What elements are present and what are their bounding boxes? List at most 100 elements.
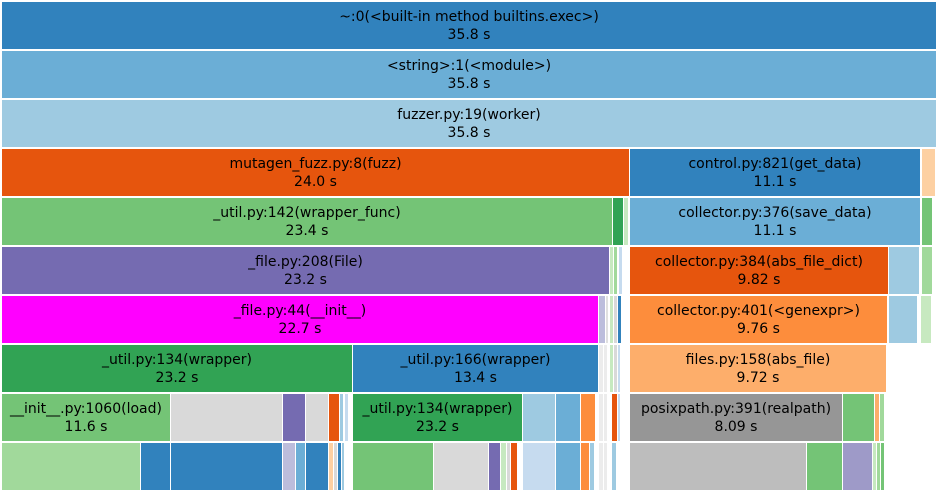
flame-frame-f14[interactable] [619,247,622,294]
flame-frame-f75[interactable] [604,443,607,490]
frame-time: 8.09 s [714,418,758,435]
flame-frame-f24[interactable]: collector.py:401(<genexpr>)9.76 s [630,296,887,343]
flame-frame-f29[interactable] [599,345,603,392]
frame-label: fuzzer.py:19(worker) [397,106,541,123]
frame-label: _util.py:142(wrapper_func) [213,204,401,221]
frame-label: collector.py:384(abs_file_dict) [655,253,863,270]
flame-frame-f60[interactable] [329,443,333,490]
flame-frame-f72[interactable] [581,443,589,490]
flame-frame-f78[interactable] [807,443,842,490]
flame-frame-f28[interactable]: _util.py:166(wrapper)13.4 s [353,345,598,392]
flame-frame-f80[interactable] [873,443,876,490]
frame-time: 23.2 s [416,418,459,435]
flame-frame-f44[interactable] [556,394,580,441]
flame-frame-f1[interactable]: <string>:1(<module>)35.8 s [2,51,936,98]
frame-time: 9.82 s [737,271,781,288]
flame-frame-f62[interactable] [338,443,341,490]
flame-frame-f6[interactable]: _util.py:142(wrapper_func)23.4 s [2,198,612,245]
flame-frame-f74[interactable] [599,443,603,490]
frame-time: 35.8 s [447,26,491,43]
flame-frame-f82[interactable] [881,443,884,490]
frame-time: 23.2 s [155,369,199,386]
flame-frame-f36[interactable] [171,394,282,441]
flame-frame-f38[interactable] [306,394,328,441]
flame-frame-f13[interactable] [614,247,617,294]
flame-frame-f17[interactable] [922,247,932,294]
flame-frame-f9[interactable]: collector.py:376(save_data)11.1 s [630,198,920,245]
flame-frame-f19[interactable] [599,296,605,343]
flame-frame-f10[interactable] [922,198,932,245]
flame-frame-f58[interactable] [296,443,305,490]
flame-frame-f4[interactable]: control.py:821(get_data)11.1 s [630,149,920,196]
frame-label: _file.py:208(File) [248,253,363,270]
flame-frame-f31[interactable] [610,345,613,392]
flame-frame-f59[interactable] [306,443,328,490]
flame-frame-f64[interactable] [353,443,433,490]
flame-frame-f12[interactable] [610,247,613,294]
flame-frame-f51[interactable] [843,394,874,441]
flame-frame-f2[interactable]: fuzzer.py:19(worker)35.8 s [2,100,936,147]
flame-frame-f67[interactable] [501,443,506,490]
flame-frame-f3[interactable]: mutagen_fuzz.py:8(fuzz)24.0 s [2,149,629,196]
flame-frame-f49[interactable] [618,394,620,441]
flame-frame-f81[interactable] [877,443,880,490]
flame-frame-f25[interactable] [889,296,917,343]
flame-frame-f27[interactable]: _util.py:134(wrapper)23.2 s [2,345,352,392]
flame-frame-f34[interactable]: files.py:158(abs_file)9.72 s [630,345,886,392]
flame-frame-f53[interactable] [880,394,884,441]
flame-frame-f52[interactable] [875,394,879,441]
flame-frame-f79[interactable] [843,443,872,490]
flame-frame-f71[interactable] [556,443,580,490]
flame-frame-f11[interactable]: _file.py:208(File)23.2 s [2,247,609,294]
flame-frame-f32[interactable] [614,345,617,392]
flame-frame-f70[interactable] [523,443,555,490]
flame-frame-f54[interactable] [2,443,140,490]
frame-time: 23.2 s [284,271,327,288]
flame-frame-f46[interactable] [599,394,603,441]
frame-label: posixpath.py:391(realpath) [640,400,832,417]
frame-label: __init__.py:1060(load) [10,400,162,417]
flame-frame-f18[interactable]: _file.py:44(__init__)22.7 s [2,296,598,343]
flame-frame-f77[interactable] [630,443,806,490]
flame-frame-f40[interactable] [340,394,343,441]
flame-frame-f20[interactable] [606,296,608,343]
flame-frame-f50[interactable]: posixpath.py:391(realpath)8.09 s [630,394,842,441]
flame-frame-f22[interactable] [614,296,617,343]
flame-frame-f23[interactable] [618,296,621,343]
flame-frame-f68[interactable] [507,443,510,490]
flame-frame-f66[interactable] [489,443,500,490]
flame-frame-f37[interactable] [283,394,305,441]
flame-frame-f7[interactable] [613,198,623,245]
frame-label: _file.py:44(__init__) [233,302,367,319]
flame-frame-f43[interactable] [523,394,555,441]
flame-frame-f33[interactable] [618,345,620,392]
flame-frame-f48[interactable] [612,394,617,441]
flame-frame-f69[interactable] [511,443,517,490]
flame-frame-f21[interactable] [610,296,613,343]
flame-frame-f63[interactable] [342,443,344,490]
flame-frame-f15[interactable]: collector.py:384(abs_file_dict)9.82 s [630,247,888,294]
frame-time: 23.4 s [285,222,329,239]
flame-frame-f30[interactable] [604,345,607,392]
flame-frame-f61[interactable] [334,443,337,490]
flame-frame-f56[interactable] [171,443,282,490]
flame-frame-f41[interactable] [345,394,348,441]
flame-frame-f73[interactable] [590,443,594,490]
flame-frame-f76[interactable] [612,443,616,490]
flame-frame-f65[interactable] [434,443,488,490]
flame-frame-f8[interactable] [624,198,628,245]
flame-frame-f0[interactable]: ~:0(<built-in method builtins.exec>)35.8… [2,2,936,49]
flame-frame-f42[interactable]: _util.py:134(wrapper)23.2 s [353,394,522,441]
flame-frame-f47[interactable] [604,394,607,441]
frame-label: files.py:158(abs_file) [685,351,831,368]
flame-frame-f39[interactable] [329,394,339,441]
flame-frame-f35[interactable]: __init__.py:1060(load)11.6 s [2,394,170,441]
flame-frame-f26[interactable] [921,296,931,343]
flame-frame-f5[interactable] [922,149,935,196]
flame-frame-f55[interactable] [141,443,170,490]
flame-frame-f16[interactable] [889,247,919,294]
flame-frame-f45[interactable] [581,394,595,441]
frame-time: 35.8 s [447,75,491,92]
flame-frame-f57[interactable] [283,443,295,490]
